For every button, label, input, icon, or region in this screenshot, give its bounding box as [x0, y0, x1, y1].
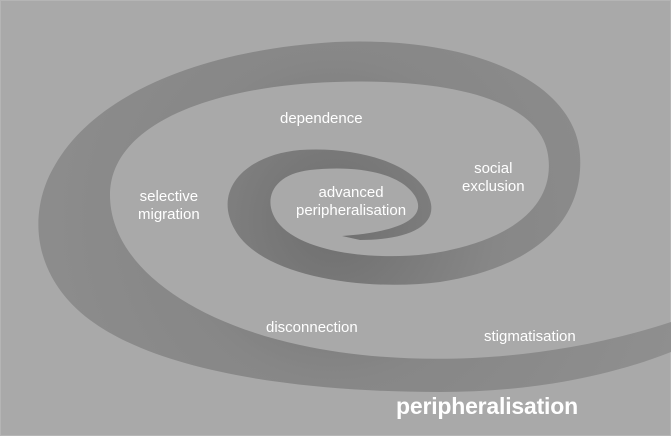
label-social-exclusion: social exclusion — [462, 160, 525, 196]
label-social-exclusion-line2: exclusion — [462, 178, 525, 195]
label-disconnection-text: disconnection — [266, 319, 358, 336]
label-selective-migration-line2: migration — [138, 206, 200, 223]
label-disconnection: disconnection — [266, 319, 358, 337]
label-selective-migration: selective migration — [138, 188, 200, 224]
label-advanced-peripheralisation: advanced peripheralisation — [296, 184, 406, 220]
diagram-title: peripheralisation — [396, 393, 578, 419]
spiral-band — [38, 41, 671, 392]
label-selective-migration-line1: selective — [139, 188, 199, 205]
label-dependence-text: dependence — [280, 110, 363, 127]
center-label-line2: peripheralisation — [296, 202, 407, 219]
label-social-exclusion-line1: social — [474, 160, 513, 177]
center-label-line1: advanced — [318, 184, 384, 201]
label-stigmatisation-text: stigmatisation — [484, 328, 576, 345]
label-stigmatisation: stigmatisation — [484, 328, 576, 346]
label-dependence: dependence — [280, 110, 363, 128]
